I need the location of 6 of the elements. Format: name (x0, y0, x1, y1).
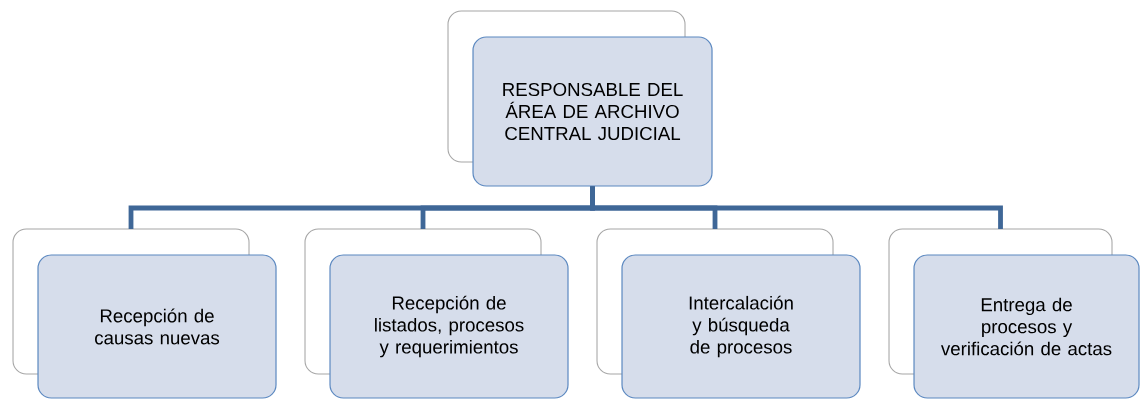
process-box: Recepción de listados, procesos y requerimientos (304, 228, 569, 399)
connector-line (590, 186, 1003, 229)
process-box: Recepción de causas nuevas (12, 228, 277, 399)
process-box: Entrega de procesos y verificación de actas (888, 228, 1140, 399)
process-box: Intercalación y búsqueda de procesos (596, 228, 861, 399)
process-box: RESPONSABLE DEL ÁREA DE ARCHIVO CENTRAL JUDICIAL (447, 10, 713, 187)
